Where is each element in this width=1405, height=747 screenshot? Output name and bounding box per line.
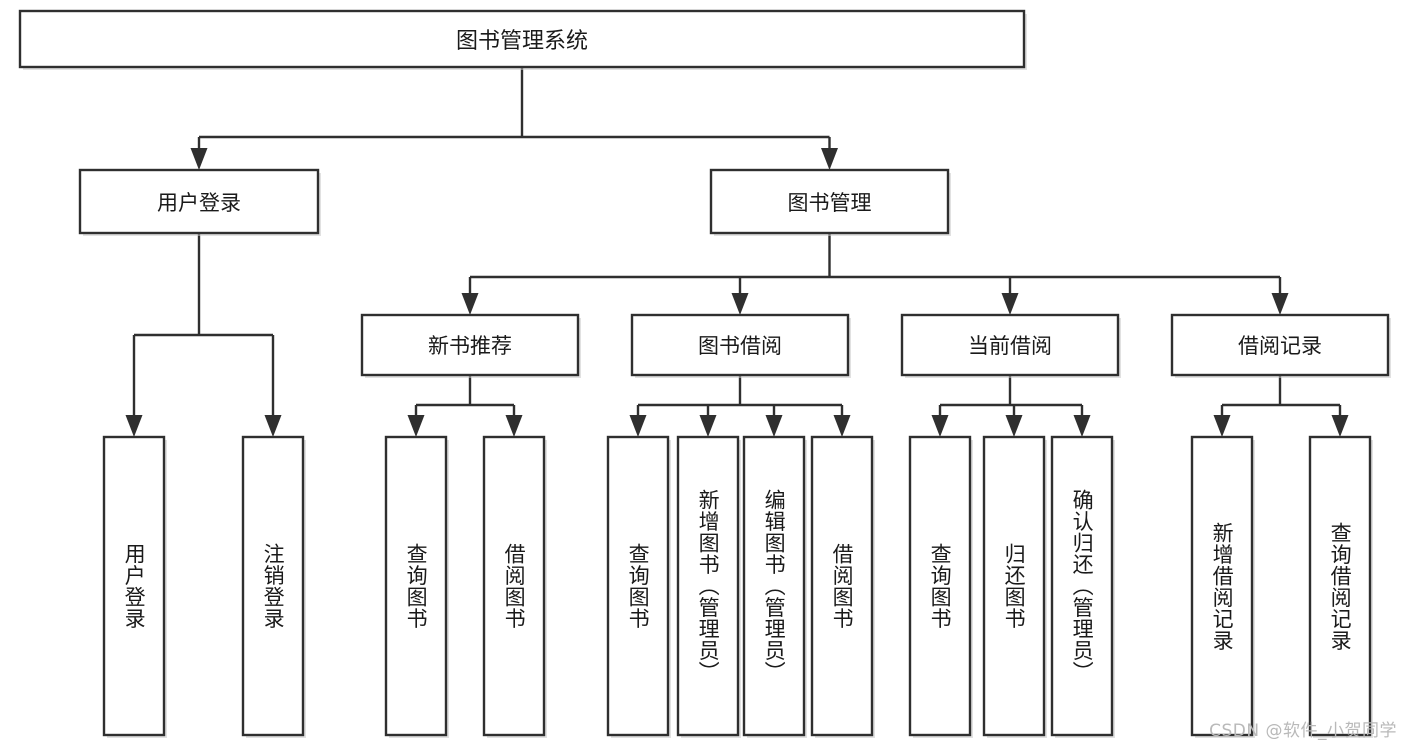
node-user-login[interactable] (80, 170, 318, 233)
node-box-leaf-add-record (1190, 435, 1254, 737)
arrow-head-leaf-query-record (1331, 415, 1349, 437)
node-box-leaf-query-book-3 (908, 435, 972, 737)
connector-layer (125, 67, 1349, 437)
arrow-head-leaf-query-book-3 (931, 415, 949, 437)
node-leaf-query-book-3[interactable] (910, 437, 970, 735)
node-leaf-query-book-2[interactable] (608, 437, 668, 735)
node-leaf-query-record[interactable] (1310, 437, 1370, 735)
arrow-head-leaf-edit-book (765, 415, 783, 437)
node-box-leaf-query-book-1 (384, 435, 448, 737)
node-leaf-add-book[interactable] (678, 437, 738, 735)
node-leaf-add-record[interactable] (1192, 437, 1252, 735)
arrow-head-new-book-rec (461, 293, 479, 315)
arrow-head-leaf-return-book (1005, 415, 1023, 437)
arrow-head-leaf-add-record (1213, 415, 1231, 437)
node-box-leaf-edit-book (742, 435, 806, 737)
arrow-head-leaf-logout (264, 415, 282, 437)
arrow-head-leaf-confirm-return (1073, 415, 1091, 437)
arrow-head-user-login (190, 148, 208, 170)
node-leaf-borrow-book-1[interactable] (484, 437, 544, 735)
node-box-leaf-borrow-book-1 (482, 435, 546, 737)
arrow-head-leaf-add-book (699, 415, 717, 437)
node-box-user-login (78, 168, 320, 235)
arrow-head-leaf-borrow-book-2 (833, 415, 851, 437)
node-box-leaf-return-book (982, 435, 1046, 737)
node-book-borrow[interactable] (632, 315, 848, 375)
node-book-management[interactable] (711, 170, 948, 233)
arrow-head-current-borrow (1001, 293, 1019, 315)
node-box-borrow-record (1170, 313, 1390, 377)
node-box-leaf-confirm-return (1050, 435, 1114, 737)
node-box-book-management (709, 168, 950, 235)
watermark-text: CSDN @软件_小贺同学 (1209, 721, 1397, 741)
node-box-book-borrow (630, 313, 850, 377)
node-current-borrow[interactable] (902, 315, 1118, 375)
node-box-new-book-rec (360, 313, 580, 377)
node-box-leaf-query-record (1308, 435, 1372, 737)
node-leaf-return-book[interactable] (984, 437, 1044, 735)
node-leaf-borrow-book-2[interactable] (812, 437, 872, 735)
arrow-head-leaf-borrow-book-1 (505, 415, 523, 437)
node-box-layer (18, 9, 1391, 738)
node-box-current-borrow (900, 313, 1120, 377)
node-leaf-user-login[interactable] (104, 437, 164, 735)
arrow-head-leaf-user-login (125, 415, 143, 437)
node-box-leaf-borrow-book-2 (810, 435, 874, 737)
arrow-head-leaf-query-book-1 (407, 415, 425, 437)
node-new-book-rec[interactable] (362, 315, 578, 375)
arrow-head-borrow-record (1271, 293, 1289, 315)
node-leaf-confirm-return[interactable] (1052, 437, 1112, 735)
node-leaf-edit-book[interactable] (744, 437, 804, 735)
node-box-root (18, 9, 1026, 69)
arrow-head-book-borrow (731, 293, 749, 315)
node-box-leaf-user-login (102, 435, 166, 737)
arrow-head-leaf-query-book-2 (629, 415, 647, 437)
node-root[interactable] (20, 11, 1024, 67)
node-leaf-query-book-1[interactable] (386, 437, 446, 735)
node-borrow-record[interactable] (1172, 315, 1388, 375)
node-box-leaf-query-book-2 (606, 435, 670, 737)
node-box-leaf-add-book (676, 435, 740, 737)
arrow-head-book-management (821, 148, 838, 170)
node-box-leaf-logout (241, 435, 305, 737)
node-leaf-logout[interactable] (243, 437, 303, 735)
